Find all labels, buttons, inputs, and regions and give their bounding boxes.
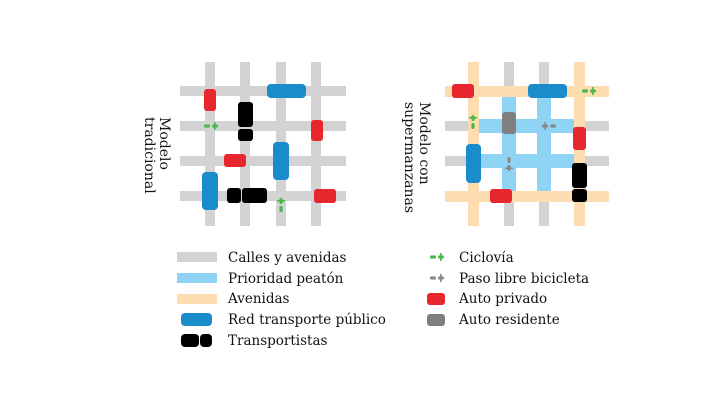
truck-cab-icon [200, 334, 212, 347]
legend-label: Avenidas [227, 291, 290, 307]
avenue-swatch [177, 294, 217, 304]
truck [242, 188, 267, 203]
legend-label: Red transporte público [228, 312, 386, 328]
bus [202, 172, 218, 210]
private-car [573, 127, 586, 150]
bus [466, 144, 481, 183]
street-swatch [177, 252, 217, 262]
bus-icon [181, 313, 212, 326]
truck [238, 102, 253, 127]
private-car [224, 154, 246, 167]
private-car-icon [427, 293, 445, 305]
truck-cab [572, 189, 587, 202]
bus [528, 84, 567, 98]
legend: Calles y avenidas Prioridad peatón Aveni… [177, 250, 589, 349]
bus [267, 84, 306, 98]
truck [572, 163, 587, 188]
private-car [452, 84, 474, 98]
truck-icon [181, 334, 199, 347]
bike-free-icon [430, 274, 444, 282]
superblock-model-grid [445, 62, 609, 226]
legend-label: Paso libre bicicleta [459, 271, 589, 287]
legend-label: Auto privado [458, 291, 547, 307]
legend-label: Ciclovía [459, 250, 514, 266]
resident-car [502, 112, 516, 134]
legend-label: Transportistas [228, 333, 327, 349]
private-car [204, 89, 216, 111]
pedestrian-priority [478, 96, 574, 191]
private-car [314, 189, 336, 203]
truck-cab [227, 188, 241, 203]
private-car [490, 189, 512, 203]
legend-label: Calles y avenidas [228, 250, 347, 266]
left-panel-title: Modelo tradicional [141, 117, 172, 194]
legend-label: Prioridad peatón [228, 271, 344, 287]
bus [273, 142, 289, 180]
traditional-model-grid [180, 62, 346, 226]
resident-car-icon [427, 314, 445, 326]
legend-label: Auto residente [458, 312, 560, 328]
right-panel-title: Modelo con supermanzanas [401, 102, 432, 213]
private-car [311, 120, 323, 141]
pedestrian-swatch [177, 273, 217, 283]
truck-cab [238, 129, 253, 141]
bike-lane-icon [430, 253, 444, 261]
